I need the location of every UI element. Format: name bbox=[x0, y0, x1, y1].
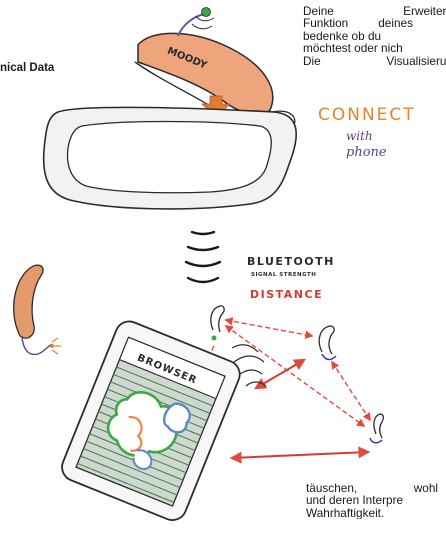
paragraph-word: wohl bbox=[413, 482, 438, 495]
paragraph-line: möchtest oder nich bbox=[303, 41, 403, 56]
paragraph-word: Erweiteru bbox=[403, 5, 446, 18]
paragraph-line: Die Visualisierun bbox=[303, 53, 446, 68]
tray-icon bbox=[42, 106, 298, 210]
connect-title: CONNECT bbox=[318, 105, 416, 125]
bluetooth-title: BLUETOOTH bbox=[247, 255, 335, 268]
phone-browser-icon: BROWSER bbox=[61, 320, 241, 521]
paragraph-line: Funktion deines bbox=[303, 16, 413, 31]
bluetooth-subtitle: SIGNAL STRENGTH bbox=[251, 272, 316, 278]
paragraph-line: und deren Interpre bbox=[306, 493, 404, 508]
hearing-aid-node-icon bbox=[210, 305, 225, 341]
closing-paragraph: täuschen, wohl und deren Interpre Wahrha… bbox=[306, 482, 446, 519]
paragraph-word: täuschen, bbox=[306, 482, 358, 495]
technical-data-label: nical Data bbox=[0, 62, 55, 74]
paragraph-word: Visualisierun bbox=[386, 53, 446, 68]
phone-signal-icon bbox=[231, 344, 267, 387]
distance-arrow bbox=[253, 358, 307, 390]
hearing-aid-icon bbox=[13, 264, 61, 356]
connect-with: with bbox=[346, 129, 373, 143]
paragraph-word: Deine bbox=[303, 5, 334, 18]
intro-paragraph: Deine Erweiteru Funktion deines bedenke … bbox=[303, 5, 446, 67]
paragraph-word: Funktion bbox=[303, 16, 349, 31]
signal-waves-icon bbox=[184, 230, 222, 284]
distance-label: DISTANCE bbox=[250, 288, 323, 301]
paragraph-word: Die bbox=[303, 53, 321, 68]
distance-arrow bbox=[229, 446, 371, 464]
paragraph-line: Wahrhaftigkeit. bbox=[306, 505, 385, 520]
paragraph-line: bedenke ob du bbox=[303, 28, 382, 43]
connect-phone: phone bbox=[346, 145, 387, 160]
paragraph-line: Deine Erweiteru bbox=[303, 5, 446, 17]
hearing-aid-node-icon bbox=[369, 413, 384, 444]
paragraph-line: täuschen, wohl bbox=[306, 482, 438, 494]
paragraph-word: deines bbox=[378, 16, 413, 31]
hearing-aid-node-icon bbox=[318, 325, 337, 361]
